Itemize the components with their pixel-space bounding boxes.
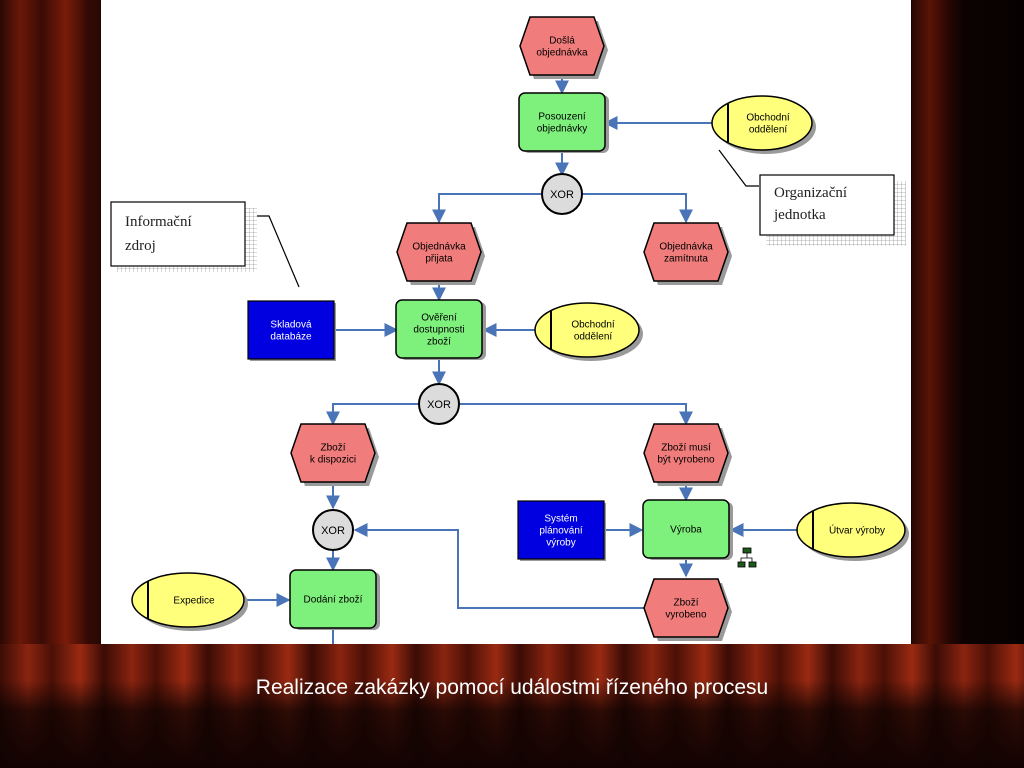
svg-text:jednotka: jednotka [773, 207, 826, 223]
node-label: Objednávka [412, 242, 466, 253]
node-label: objednávka [536, 48, 588, 59]
node-label: Skladová [270, 320, 312, 331]
node-label: Obchodní [746, 113, 790, 124]
annotation-line: jednotka [773, 207, 826, 223]
svg-text:zdroj: zdroj [125, 238, 156, 254]
node-label: Útvar výroby [829, 524, 885, 537]
slide-caption: Realizace zakázky pomocí událostmi řízen… [255, 676, 769, 699]
connector [581, 193, 693, 224]
connector [353, 523, 647, 609]
epc-diagram: Informační zdroj Organizační jednotka Do… [110, 16, 909, 644]
xor-connector-3: XOR [312, 509, 354, 551]
node-label: objednávky [537, 124, 588, 135]
node-label: vyrobeno [665, 610, 707, 621]
xor-connector-1: XOR [541, 173, 583, 215]
node-label: Zboží [320, 443, 345, 454]
org-unit-utvar-vyroby: Útvar výroby [796, 502, 909, 561]
annotation-line: Organizační [774, 185, 847, 201]
node-label: výroby [546, 538, 575, 549]
node-label: Ověření [421, 313, 457, 324]
node-label: Expedice [173, 596, 215, 607]
org-unit-expedice: Expedice [131, 572, 248, 631]
node-label: Výroba [670, 525, 702, 536]
xor-label: XOR [321, 525, 345, 537]
connector [326, 403, 419, 426]
flow-connectors [233, 77, 799, 644]
node-label: zamítnuta [664, 254, 708, 265]
connector [459, 403, 693, 426]
xor-label: XOR [427, 399, 451, 411]
node-label: oddělení [749, 125, 788, 136]
svg-text:Organizační: Organizační [774, 185, 847, 201]
node-label: Došlá [549, 36, 575, 47]
node-label: Systém [544, 514, 577, 525]
node-label: Dodání zboží [304, 595, 363, 606]
node-label: Posouzení [538, 112, 585, 123]
slide-canvas: Informační zdroj Organizační jednotka Do… [101, 0, 911, 644]
connector [432, 193, 541, 224]
annotation-line: zdroj [125, 238, 156, 254]
node-label: Zboží [673, 598, 698, 609]
node-label: k dispozici [310, 455, 356, 466]
node-label: oddělení [574, 332, 613, 343]
curtain-valance [0, 680, 1024, 768]
xor-label: XOR [550, 189, 574, 201]
node-label: Objednávka [659, 242, 713, 253]
annotation-line: Informační [125, 214, 192, 230]
annotation-leaders [257, 149, 759, 288]
xor-connector-2: XOR [418, 383, 460, 425]
function-dodani-zbozi: Dodání zboží [289, 569, 380, 630]
node-label: plánování [539, 526, 583, 537]
annotation-informacni-zdroj: Informační zdroj [110, 201, 257, 272]
node-label: Obchodní [571, 320, 615, 331]
function-vyroba: Výroba [642, 499, 733, 560]
node-label: být vyrobeno [657, 455, 715, 466]
node-label: dostupnosti [413, 325, 464, 336]
node-label: zboží [427, 337, 451, 348]
svg-text:Informační: Informační [125, 214, 192, 230]
annotation-organizacni-jednotka: Organizační jednotka [759, 174, 906, 246]
node-label: přijata [425, 254, 453, 265]
node-label: databáze [270, 332, 312, 343]
hierarchy-icon [737, 547, 757, 568]
node-label: Zboží musí [661, 443, 711, 454]
